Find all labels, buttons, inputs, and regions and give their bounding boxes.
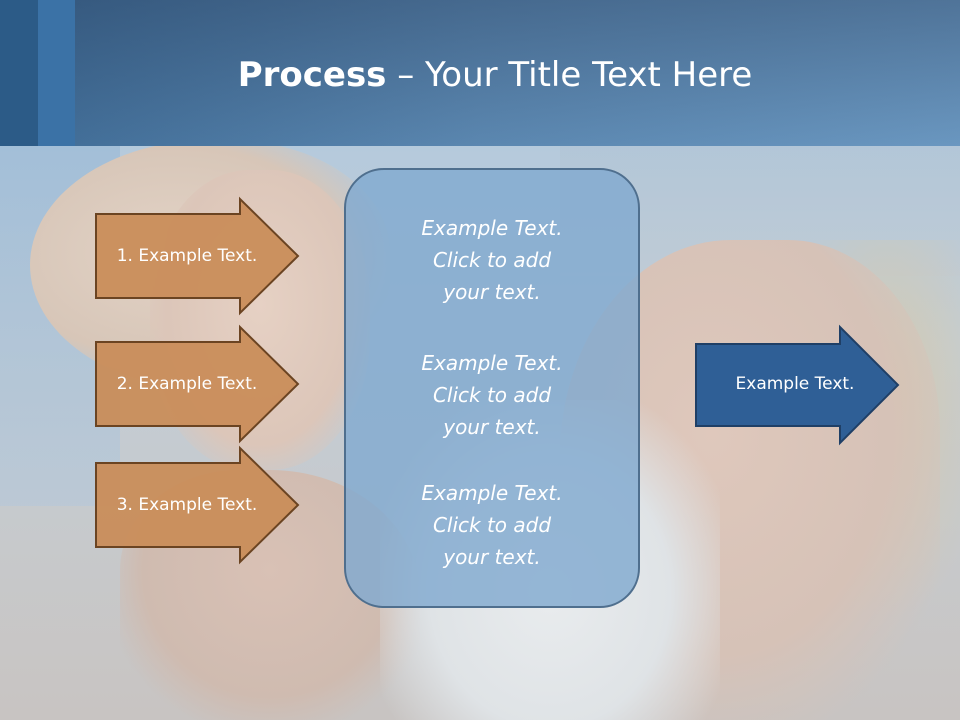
accent-bar-dark: [0, 0, 38, 146]
center-text-block-3[interactable]: Example Text. Click to add your text.: [344, 477, 640, 573]
arrow-polygon: [95, 196, 300, 316]
slide-title[interactable]: Process – Your Title Text Here: [75, 50, 915, 100]
accent-bar-light: [38, 0, 75, 146]
arrow-polygon: [95, 324, 300, 444]
center-text-line: Example Text.: [421, 351, 563, 375]
arrow-shape: [95, 324, 300, 444]
center-text-block-2[interactable]: Example Text. Click to add your text.: [344, 347, 640, 443]
right-arrow-label: Example Text.: [735, 374, 855, 394]
center-text-line: your text.: [443, 280, 541, 304]
center-text-line: Click to add: [432, 248, 552, 272]
arrow-shape: [95, 196, 300, 316]
arrow-polygon: [695, 324, 900, 446]
left-arrow-3[interactable]: 3. Example Text.: [95, 445, 300, 565]
left-arrow-1-label: 1. Example Text.: [116, 246, 258, 266]
arrow-shape: [95, 445, 300, 565]
center-text-line: Click to add: [432, 513, 552, 537]
center-text-block-1[interactable]: Example Text. Click to add your text.: [344, 212, 640, 308]
center-text-box[interactable]: [344, 168, 640, 608]
left-arrow-2[interactable]: 2. Example Text.: [95, 324, 300, 444]
left-arrow-2-label: 2. Example Text.: [116, 374, 258, 394]
title-rest: – Your Title Text Here: [386, 55, 753, 95]
center-text-line: your text.: [443, 545, 541, 569]
center-text-line: Example Text.: [421, 481, 563, 505]
center-text-line: your text.: [443, 415, 541, 439]
title-band: [0, 0, 960, 146]
title-bold: Process: [237, 55, 387, 95]
left-arrow-3-label: 3. Example Text.: [116, 495, 258, 515]
left-arrow-1[interactable]: 1. Example Text.: [95, 196, 300, 316]
center-text-line: Click to add: [432, 383, 552, 407]
arrow-polygon: [95, 445, 300, 565]
center-text-line: Example Text.: [421, 216, 563, 240]
title-band-shade: [0, 0, 960, 146]
right-arrow[interactable]: Example Text.: [695, 324, 900, 446]
arrow-shape: [695, 324, 900, 446]
